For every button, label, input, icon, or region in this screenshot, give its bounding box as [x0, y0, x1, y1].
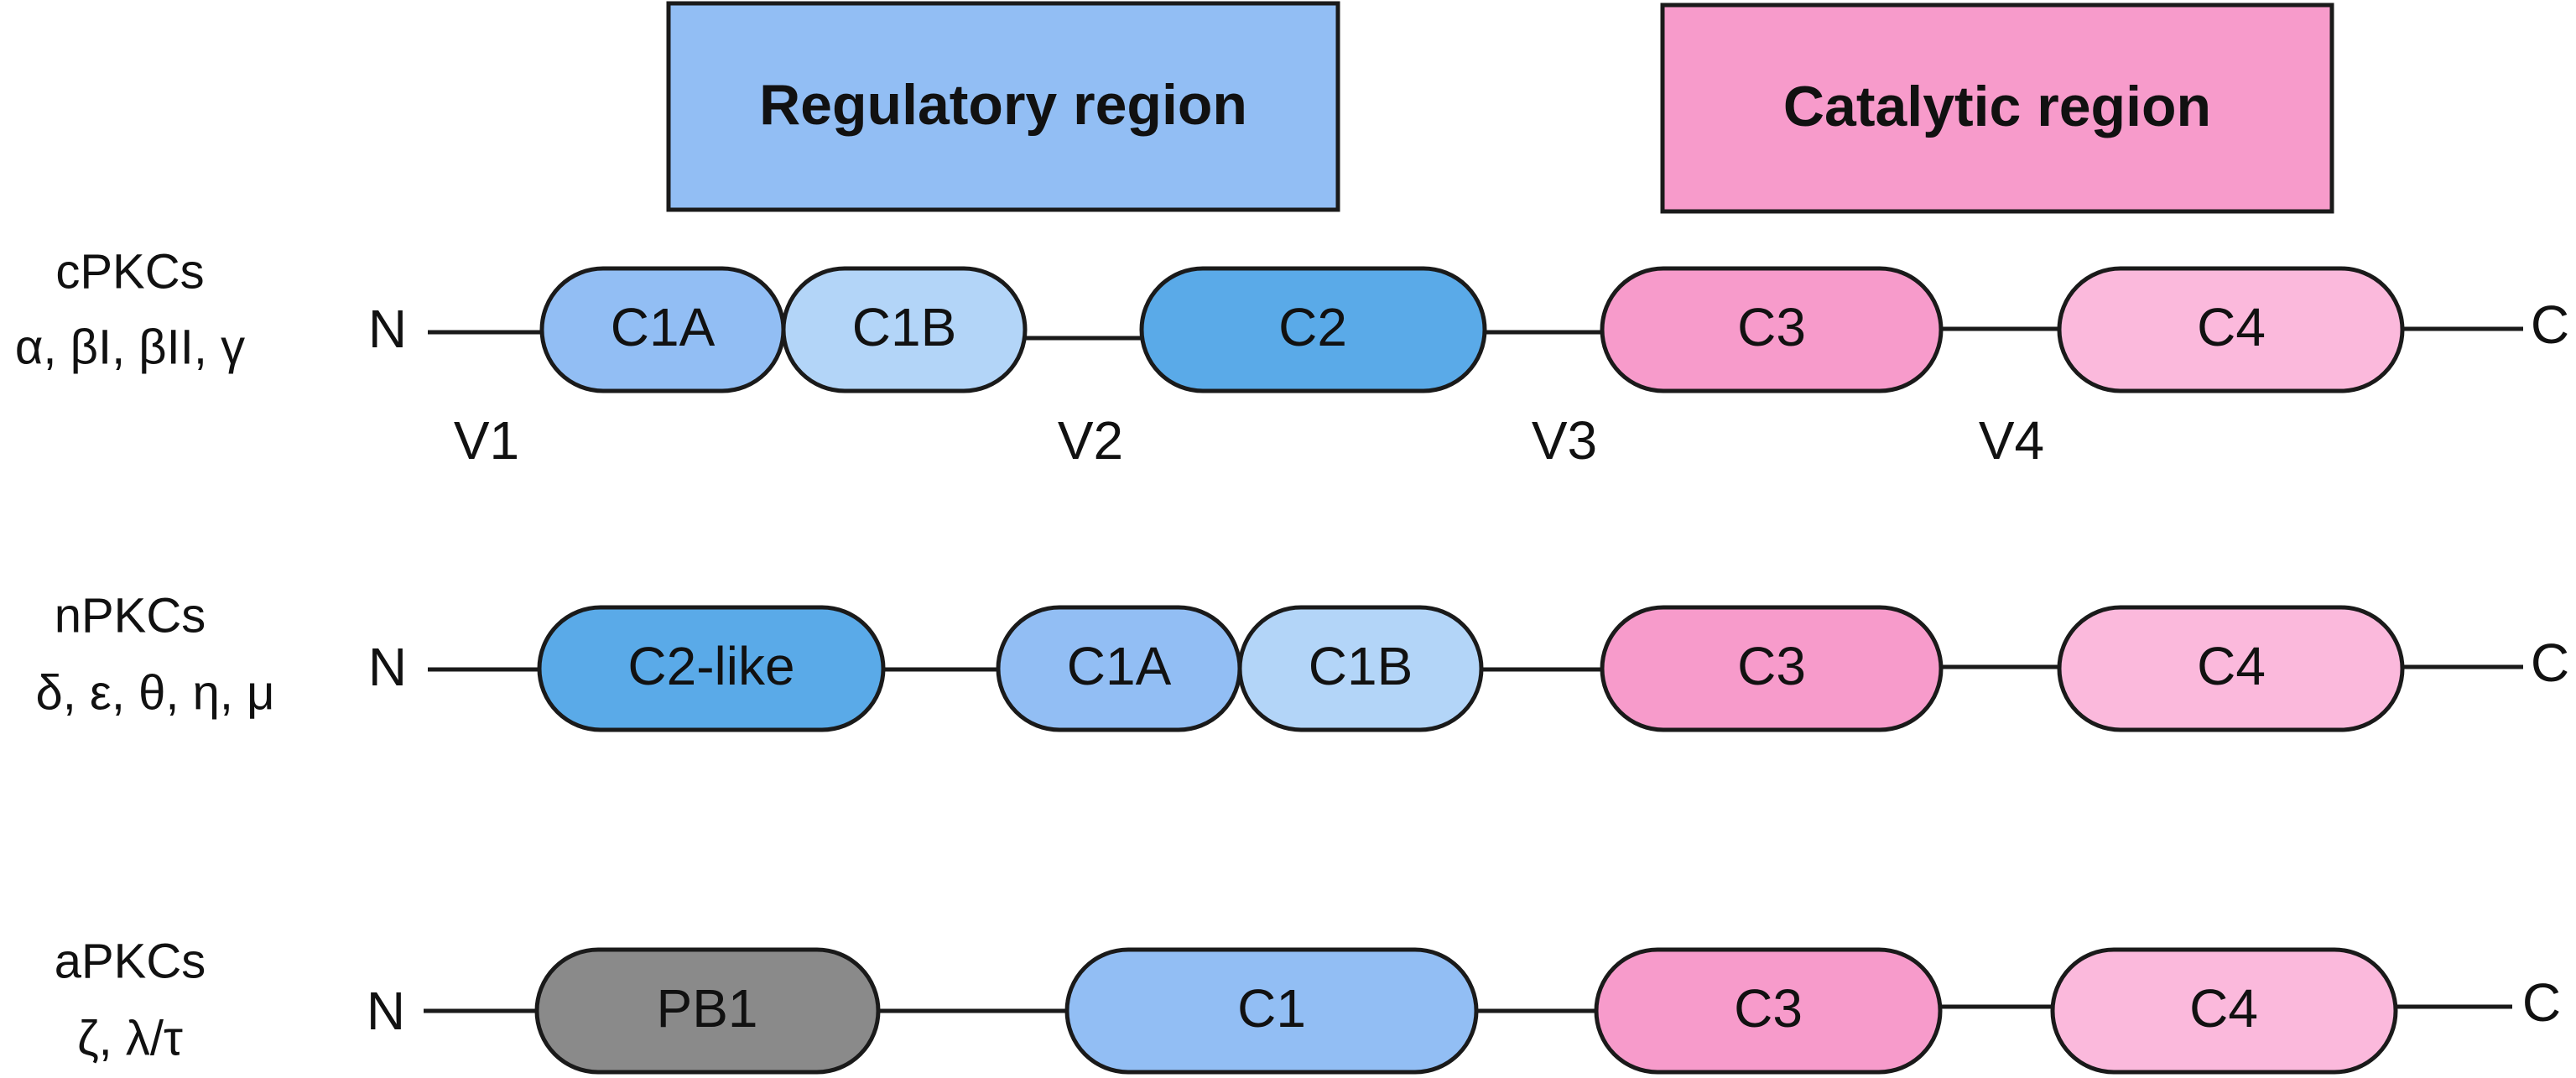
svg-text:C1: C1	[1237, 978, 1306, 1039]
variable-region-v4: V4	[1979, 410, 2044, 471]
svg-text:C2: C2	[1278, 297, 1347, 357]
svg-text:C1A: C1A	[1067, 636, 1172, 696]
svg-text:C3: C3	[1737, 636, 1806, 696]
variable-region-v2: V2	[1058, 410, 1123, 471]
svg-text:PB1: PB1	[657, 978, 758, 1039]
npkc-domain-c1a: C1A	[996, 605, 1242, 732]
regulatory-region-label: Regulatory region	[759, 73, 1247, 137]
npkc-domain-c2-like: C2-like	[537, 605, 886, 732]
cpkc-family-name: cPKCs	[55, 244, 204, 299]
cpkc-domain-c4: C4	[2057, 266, 2405, 393]
cpkc-domain-c2: C2	[1139, 266, 1487, 393]
svg-text:C1B: C1B	[852, 297, 957, 357]
apkc-n-terminus: N	[367, 981, 405, 1041]
cpkc-n-terminus: N	[368, 299, 407, 359]
apkc-domain-c1: C1	[1064, 947, 1479, 1075]
cpkc-c-terminus: C	[2531, 294, 2569, 355]
svg-text:C4: C4	[2189, 978, 2258, 1039]
apkc-domain-pb1: PB1	[534, 947, 881, 1075]
npkc-family-name: nPKCs	[55, 588, 206, 643]
apkc-domain-c3: C3	[1594, 947, 1943, 1075]
npkc-n-terminus: N	[368, 637, 407, 697]
cpkc-domain-c3: C3	[1600, 266, 1944, 393]
cpkc-isoforms: α, βI, βII, γ	[15, 320, 245, 374]
apkc-c-terminus: C	[2522, 972, 2561, 1033]
regulatory-region-box: Regulatory region	[666, 1, 1340, 212]
cpkc-row: cPKCs α, βI, βII, γ N C C1A C1B C2 C3 C4	[15, 244, 2569, 471]
apkc-row: aPKCs ζ, λ/τ N C PB1 C1 C3 C4	[55, 934, 2561, 1075]
catalytic-region-label: Catalytic region	[1783, 75, 2211, 138]
svg-text:C1B: C1B	[1309, 636, 1413, 696]
svg-text:C2-like: C2-like	[627, 636, 794, 696]
npkc-c-terminus: C	[2531, 633, 2569, 693]
svg-text:C4: C4	[2197, 297, 2266, 357]
svg-text:C4: C4	[2197, 636, 2266, 696]
npkc-domain-c3: C3	[1600, 605, 1944, 732]
svg-text:C3: C3	[1737, 297, 1806, 357]
apkc-domain-c4: C4	[2050, 947, 2398, 1075]
apkc-isoforms: ζ, λ/τ	[77, 1011, 183, 1065]
cpkc-domain-c1a: C1A	[539, 266, 786, 393]
svg-text:C1A: C1A	[611, 297, 716, 357]
npkc-domain-c4: C4	[2057, 605, 2405, 732]
svg-text:C3: C3	[1734, 978, 1803, 1039]
npkc-row: nPKCs δ, ε, θ, η, μ N C C2-like C1A C1B …	[36, 588, 2569, 732]
catalytic-region-box: Catalytic region	[1660, 3, 2334, 214]
apkc-family-name: aPKCs	[55, 934, 206, 988]
cpkc-domain-c1b: C1B	[781, 266, 1028, 393]
variable-region-v3: V3	[1532, 410, 1597, 471]
variable-region-v1: V1	[454, 410, 519, 471]
npkc-isoforms: δ, ε, θ, η, μ	[36, 665, 275, 720]
npkc-domain-c1b: C1B	[1237, 605, 1484, 732]
